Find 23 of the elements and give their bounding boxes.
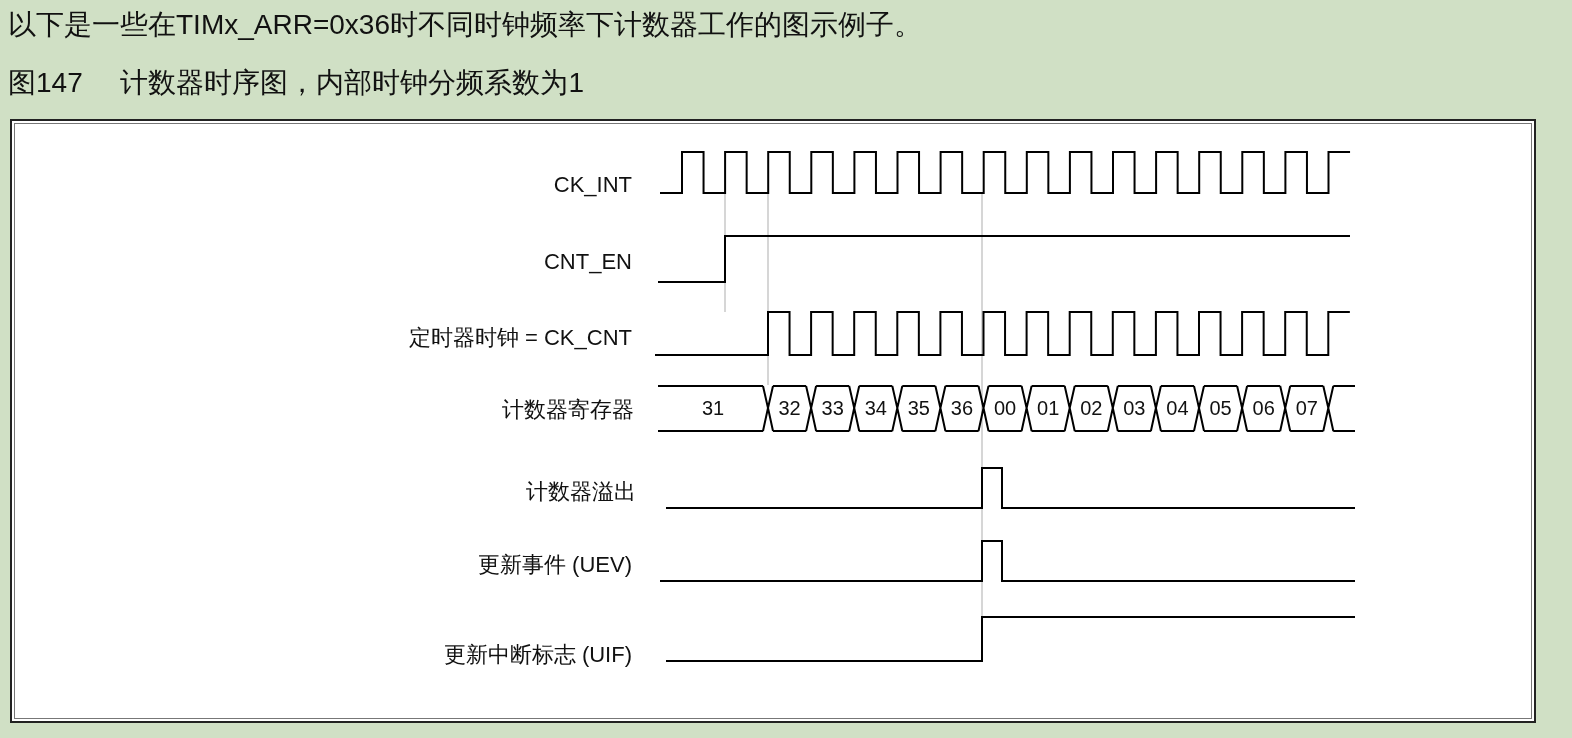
register-value: 33 <box>821 396 844 420</box>
register-value: 05 <box>1209 396 1232 420</box>
register-value: 02 <box>1080 396 1103 420</box>
signal-name: 定时器时钟 = CK_CNT <box>408 324 632 352</box>
signal-name: 计数器寄存器 <box>502 396 634 424</box>
intro-text: 以下是一些在TIMx_ARR=0x36时不同时钟频率下计数器工作的图示例子。 <box>8 8 922 42</box>
register-value: 03 <box>1123 396 1146 420</box>
register-value: 34 <box>864 396 887 420</box>
signal-name: 更新事件 (UEV) <box>478 551 632 579</box>
signal-name: 更新中断标志 (UIF) <box>443 641 632 669</box>
signal-name: CNT_EN <box>544 249 632 275</box>
register-value: 07 <box>1295 396 1318 420</box>
register-value: 01 <box>1037 396 1060 420</box>
register-value: 04 <box>1166 396 1189 420</box>
signal-name: 计数器溢出 <box>526 478 636 506</box>
register-value: 00 <box>993 396 1017 420</box>
register-value: 31 <box>701 396 725 420</box>
figure-title: 图147 计数器时序图，内部时钟分频系数为1 <box>8 66 585 100</box>
register-value: 36 <box>950 396 974 420</box>
register-value: 06 <box>1252 396 1275 420</box>
register-value: 32 <box>778 396 801 420</box>
signal-name: CK_INT <box>553 172 632 198</box>
register-value: 35 <box>907 396 930 420</box>
